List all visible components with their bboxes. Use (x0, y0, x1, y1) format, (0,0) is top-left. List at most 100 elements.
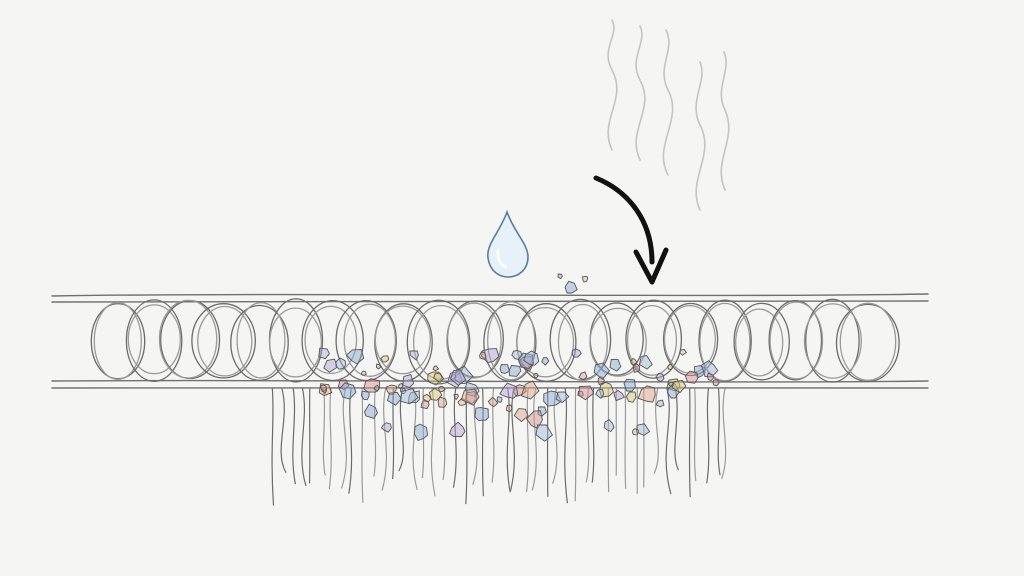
bottom-rail (51, 379, 929, 383)
hanging-strand (412, 387, 418, 491)
crystal-particle (433, 372, 445, 383)
crystal-particle (399, 388, 419, 405)
crystal-particle (655, 399, 665, 408)
crystal-particle (513, 408, 529, 423)
crystal-particle (630, 357, 638, 366)
crystal-particle (613, 389, 625, 402)
coil-loop (93, 302, 142, 380)
crystal-particle (533, 372, 539, 379)
coil-loop (191, 303, 256, 379)
crystal-particle (380, 355, 390, 363)
bottom-rail (51, 386, 929, 390)
crystal-particle (712, 379, 720, 387)
coil-loop (127, 304, 181, 375)
crystal-particle (457, 398, 467, 406)
crystal-particle (599, 381, 615, 398)
crystal-particle (706, 372, 715, 382)
steam-icon (607, 19, 730, 211)
hanging-strand (591, 387, 595, 483)
coil-loop (487, 301, 536, 381)
hanging-strand (653, 387, 659, 474)
crystal-particle (679, 349, 688, 356)
crystal-particle (623, 378, 636, 392)
coil-loop (735, 308, 784, 377)
hanging-strand (717, 387, 721, 476)
coil-loops (90, 298, 900, 385)
crystal-particle (481, 348, 500, 364)
crystal-particle (541, 357, 550, 366)
crystal-particle (603, 419, 615, 433)
coil-loop (805, 298, 860, 383)
coil-loop (446, 302, 502, 379)
crystal-particle (432, 365, 440, 372)
coil-loop (269, 307, 322, 378)
hanging-strand (506, 387, 511, 493)
coil-loop (516, 306, 575, 378)
crystal-particle (637, 385, 656, 403)
hanging-strand (280, 387, 287, 473)
hanging-strand (674, 387, 679, 471)
crystal-particle (360, 370, 367, 376)
hanging-strand (472, 387, 478, 485)
crystal-particle (397, 382, 404, 389)
coil-loop (626, 304, 678, 376)
crystal-particle (631, 428, 639, 436)
hanging-strand (322, 387, 326, 476)
crystal-particles (318, 273, 720, 442)
crystal-particle (508, 364, 522, 377)
crystal-particle (375, 363, 382, 370)
crystal-particle (635, 423, 651, 436)
crystal-particle (318, 347, 330, 360)
crystal-particle (361, 391, 370, 401)
hanging-strand (693, 387, 697, 482)
hanging-strand (665, 387, 672, 495)
coil-loop (839, 302, 897, 381)
crystal-particle (543, 390, 562, 407)
coil-loop (663, 304, 716, 374)
crystal-particle (373, 384, 380, 392)
coil-rails (51, 293, 929, 390)
hanging-strand (271, 387, 275, 506)
crystal-particle (578, 371, 588, 381)
hanging-strand (292, 387, 296, 485)
crystal-particle (323, 358, 338, 373)
crystal-particle (345, 349, 365, 365)
hanging-strand (328, 387, 332, 490)
top-rail (51, 293, 929, 297)
crystal-particle (595, 388, 605, 399)
crystal-particle (407, 390, 420, 404)
crystal-particle (700, 360, 719, 378)
coil-loop (406, 299, 471, 385)
crystal-particle (320, 384, 328, 392)
crystal-particle (684, 370, 699, 384)
crystal-particle (449, 421, 466, 437)
crystal-particle (609, 358, 622, 372)
crystal-particle (338, 382, 357, 400)
crystal-particle (364, 403, 378, 419)
hanging-strand (552, 387, 558, 484)
coil-loop (699, 302, 751, 382)
water-drop-icon (487, 209, 529, 278)
hanging-strand (442, 387, 446, 481)
coil-loop (301, 300, 364, 382)
coil-loop (733, 302, 790, 381)
coil-loop (125, 299, 183, 382)
hanging-strand (531, 387, 537, 491)
coil-loop (374, 305, 431, 375)
coil-loop (230, 304, 289, 381)
coil-loop (304, 305, 358, 375)
crystal-particle (667, 364, 673, 371)
hanging-strand (430, 387, 436, 497)
crystal-particle (526, 410, 543, 429)
crystal-particle (450, 369, 467, 386)
coil-loop (343, 303, 397, 377)
crystal-particle (454, 365, 474, 384)
coil-loop (625, 299, 683, 379)
crystal-particle (499, 382, 519, 399)
hanging-strand (392, 387, 395, 480)
hanging-strand (564, 387, 568, 504)
crystal-particle (666, 382, 680, 399)
crystal-particle (535, 424, 553, 442)
crystal-particle (402, 374, 415, 389)
crystal-particle (571, 348, 582, 358)
